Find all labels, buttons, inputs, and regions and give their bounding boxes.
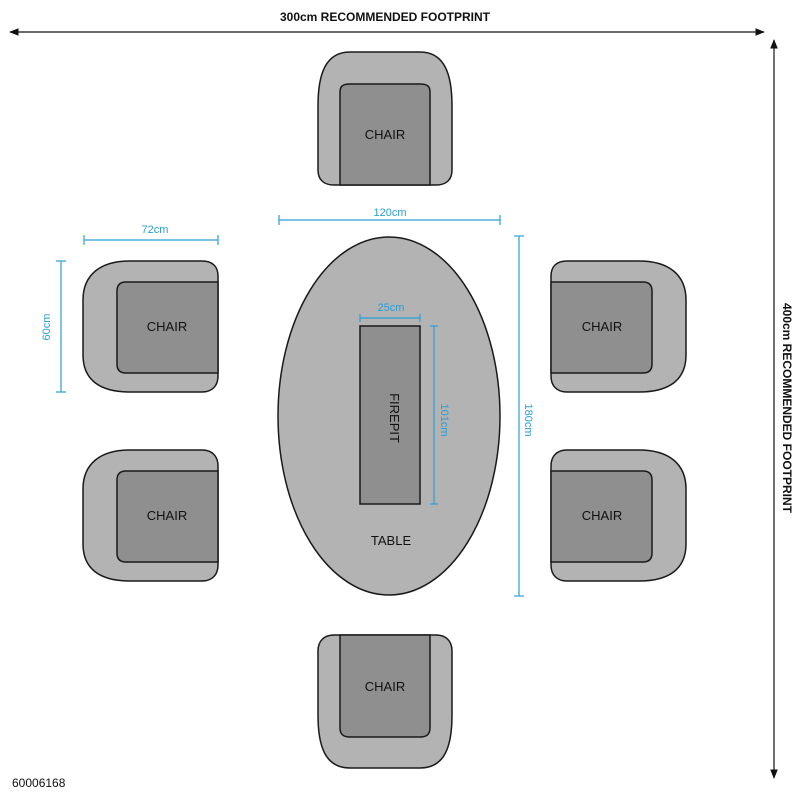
chair-left-bottom-label: CHAIR bbox=[147, 508, 187, 523]
footprint-width-label: 300cm RECOMMENDED FOOTPRINT bbox=[280, 10, 491, 24]
chair-top: CHAIR bbox=[317, 51, 453, 186]
firepit-length-dimension: 101cm bbox=[430, 325, 450, 505]
chair-bottom-label: CHAIR bbox=[365, 679, 405, 694]
table-label: TABLE bbox=[371, 533, 412, 548]
chair-right-bottom: CHAIR bbox=[550, 449, 687, 582]
chair-width-dimension: 72cm bbox=[83, 224, 219, 245]
chair-depth-dimension: 60cm bbox=[41, 260, 66, 393]
chair-left-top: CHAIR bbox=[82, 260, 219, 393]
chair-right-bottom-label: CHAIR bbox=[582, 508, 622, 523]
chair-width-label: 72cm bbox=[142, 224, 169, 236]
chair-right-top-label: CHAIR bbox=[582, 319, 622, 334]
table-length-label: 180cm bbox=[522, 403, 534, 436]
firepit-width-label: 25cm bbox=[378, 302, 405, 314]
table-width-label: 120cm bbox=[373, 207, 406, 219]
firepit bbox=[359, 325, 421, 505]
chair-left-top-label: CHAIR bbox=[147, 319, 187, 334]
product-code: 60006168 bbox=[12, 776, 66, 790]
firepit-width-dimension: 25cm bbox=[359, 302, 421, 322]
firepit-label: FIREPIT bbox=[387, 393, 402, 443]
chair-depth-label: 60cm bbox=[41, 314, 53, 341]
firepit-length-label: 101cm bbox=[438, 403, 450, 436]
chair-top-label: CHAIR bbox=[365, 127, 405, 142]
chair-right-top: CHAIR bbox=[550, 260, 687, 393]
table-width-dimension: 120cm bbox=[278, 207, 501, 225]
chair-left-bottom: CHAIR bbox=[82, 449, 219, 582]
table-length-dimension: 180cm bbox=[514, 235, 534, 597]
footprint-depth-label: 400cm RECOMMENDED FOOTPRINT bbox=[780, 303, 794, 514]
chair-bottom: CHAIR bbox=[317, 634, 453, 769]
